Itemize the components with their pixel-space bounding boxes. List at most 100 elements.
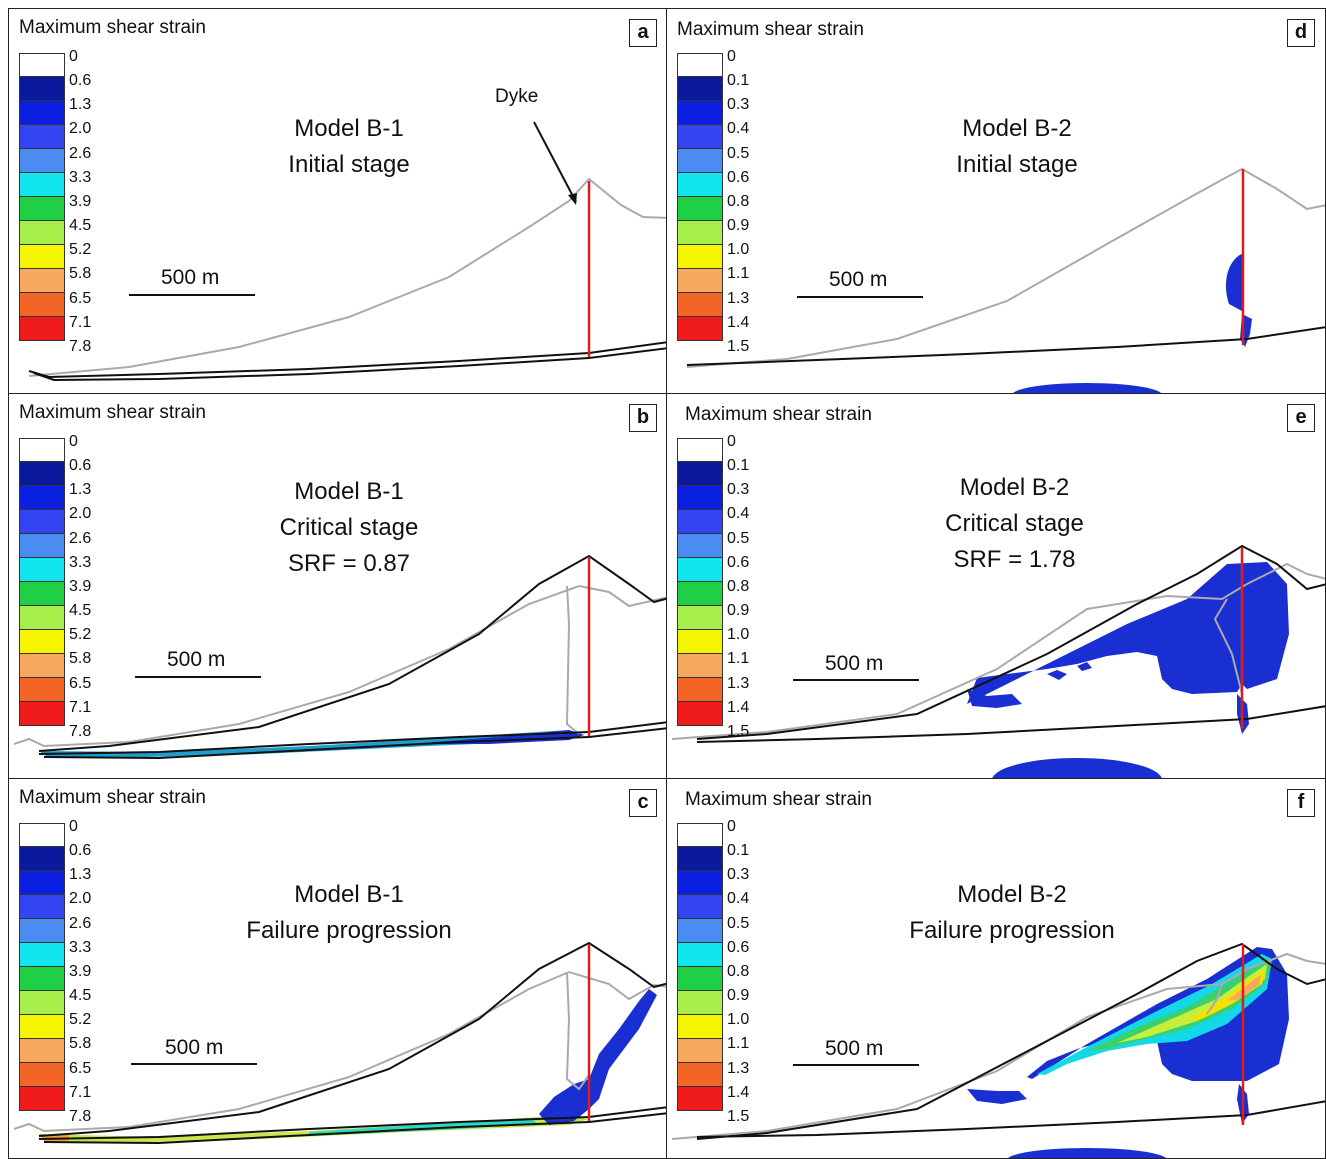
legend-swatch bbox=[677, 149, 723, 173]
legend-swatch bbox=[19, 1015, 65, 1039]
legend-swatch bbox=[19, 558, 65, 582]
legend-tick-label: 1.3 bbox=[69, 481, 92, 499]
legend-tick-label: 5.8 bbox=[69, 265, 92, 283]
legend-tick-label: 7.1 bbox=[69, 698, 92, 716]
scale-bar bbox=[797, 296, 923, 298]
legend-swatch bbox=[19, 582, 65, 606]
legend-title: Maximum shear strain bbox=[19, 402, 206, 423]
legend-tick-label: 0.4 bbox=[727, 120, 750, 138]
color-legend bbox=[19, 438, 65, 726]
legend-tick-label: 2.0 bbox=[69, 505, 92, 523]
legend-tick-label: 1.1 bbox=[727, 1035, 750, 1053]
legend-swatch bbox=[19, 847, 65, 871]
panel-letter: f bbox=[1287, 789, 1315, 817]
legend-swatch bbox=[19, 293, 65, 317]
legend-tick-label: 2.0 bbox=[69, 120, 92, 138]
legend-swatch bbox=[19, 149, 65, 173]
panel-letter: a bbox=[629, 19, 657, 47]
legend-tick-label: 4.5 bbox=[69, 987, 92, 1005]
legend-swatch bbox=[19, 606, 65, 630]
legend-tick-label: 1.3 bbox=[727, 289, 750, 307]
slope-profile-b bbox=[13, 554, 667, 760]
legend-tick-label: 0.1 bbox=[727, 457, 750, 475]
legend-swatch bbox=[19, 125, 65, 149]
legend-swatch bbox=[677, 871, 723, 895]
legend-tick-label: 3.3 bbox=[69, 168, 92, 186]
panel-letter: c bbox=[629, 789, 657, 817]
legend-title: Maximum shear strain bbox=[677, 19, 864, 40]
color-legend bbox=[19, 823, 65, 1111]
scale-label: 500 m bbox=[161, 266, 220, 289]
legend-tick-label: 7.8 bbox=[69, 1107, 92, 1125]
legend-swatch bbox=[19, 1087, 65, 1111]
legend-swatch bbox=[677, 53, 723, 77]
legend-swatch bbox=[19, 173, 65, 197]
legend-swatch bbox=[677, 558, 723, 582]
legend-tick-label: 5.8 bbox=[69, 650, 92, 668]
legend-swatch bbox=[677, 125, 723, 149]
legend-swatch bbox=[677, 1039, 723, 1063]
legend-tick-label: 1.4 bbox=[727, 698, 750, 716]
legend-swatch bbox=[19, 245, 65, 269]
legend-tick-label: 4.5 bbox=[69, 602, 92, 620]
legend-swatch bbox=[19, 1063, 65, 1087]
legend-swatch bbox=[19, 269, 65, 293]
legend-tick-label: 2.6 bbox=[69, 914, 92, 932]
legend-tick-label: 1.3 bbox=[69, 96, 92, 114]
dyke-label: Dyke bbox=[495, 86, 539, 107]
legend-swatch bbox=[19, 967, 65, 991]
scale-bar bbox=[793, 679, 919, 681]
legend-tick-label: 1.5 bbox=[727, 1107, 750, 1125]
legend-tick-label: 1.1 bbox=[727, 265, 750, 283]
legend-tick-label: 3.3 bbox=[69, 553, 92, 571]
legend-tick-label: 0.1 bbox=[727, 842, 750, 860]
legend-swatch bbox=[677, 1063, 723, 1087]
scale-label: 500 m bbox=[829, 268, 888, 291]
color-legend bbox=[677, 823, 723, 1111]
legend-tick-label: 0 bbox=[69, 48, 78, 65]
legend-swatch bbox=[677, 702, 723, 726]
legend-tick-label: 3.9 bbox=[69, 577, 92, 595]
legend-swatch bbox=[677, 269, 723, 293]
legend-swatch bbox=[677, 823, 723, 847]
legend-tick-label: 1.3 bbox=[727, 1059, 750, 1077]
legend-tick-label: 0.8 bbox=[727, 962, 750, 980]
legend-swatch bbox=[19, 654, 65, 678]
scale-label: 500 m bbox=[825, 1037, 884, 1060]
legend-swatch bbox=[677, 1087, 723, 1111]
legend-tick-label: 1.0 bbox=[727, 1011, 750, 1029]
legend-tick-label: 0.6 bbox=[69, 457, 92, 475]
legend-swatch bbox=[19, 991, 65, 1015]
legend-tick-label: 0.4 bbox=[727, 890, 750, 908]
legend-title: Maximum shear strain bbox=[19, 17, 206, 38]
legend-tick-label: 5.2 bbox=[69, 626, 92, 644]
slope-profile-d bbox=[686, 167, 1325, 393]
legend-swatch bbox=[19, 221, 65, 245]
legend-title: Maximum shear strain bbox=[685, 404, 872, 425]
legend-tick-label: 0.6 bbox=[69, 72, 92, 90]
legend-tick-label: 0.9 bbox=[727, 987, 750, 1005]
legend-tick-label: 0.5 bbox=[727, 529, 750, 547]
legend-swatch bbox=[677, 245, 723, 269]
legend-tick-label: 0.9 bbox=[727, 602, 750, 620]
legend-swatch bbox=[19, 510, 65, 534]
legend-tick-label: 0.3 bbox=[727, 481, 750, 499]
panel-letter: d bbox=[1287, 19, 1315, 47]
scale-label: 500 m bbox=[825, 652, 884, 675]
color-legend bbox=[677, 53, 723, 341]
legend-swatch bbox=[19, 53, 65, 77]
legend-tick-label: 7.1 bbox=[69, 313, 92, 331]
legend-tick-label: 0 bbox=[69, 818, 78, 835]
legend-tick-label: 5.8 bbox=[69, 1035, 92, 1053]
scale-bar bbox=[135, 676, 261, 678]
legend-swatch bbox=[19, 943, 65, 967]
legend-swatch bbox=[677, 895, 723, 919]
legend-tick-label: 0.4 bbox=[727, 505, 750, 523]
legend-swatch bbox=[677, 582, 723, 606]
